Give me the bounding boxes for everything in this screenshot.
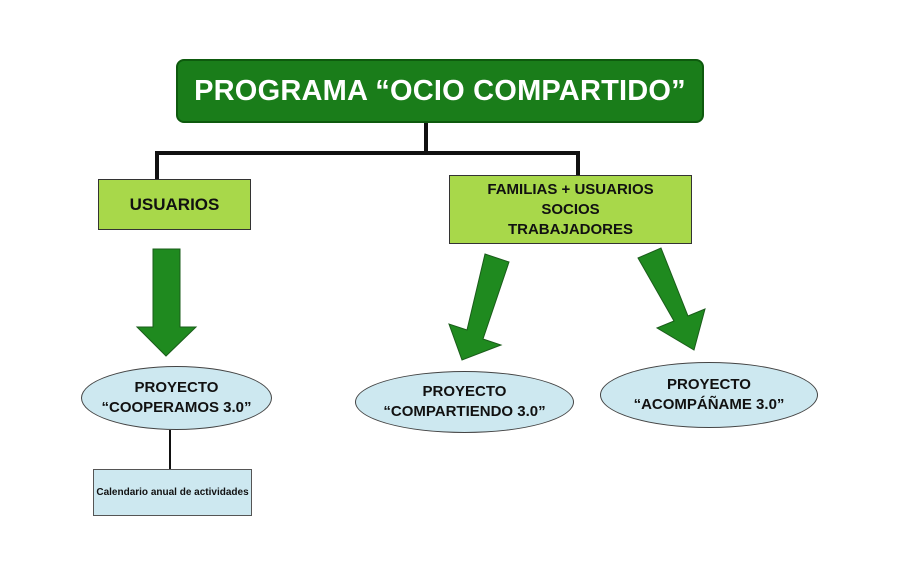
arrow-to-compartiendo [448, 253, 510, 361]
project-cooperamos-name: “COOPERAMOS 3.0” [101, 399, 252, 416]
calendar-box: Calendario anual de actividades [93, 469, 252, 516]
arrow-to-acompaname [637, 247, 706, 351]
project-acompaname: PROYECTO “ACOMPÁÑAME 3.0” [600, 362, 818, 428]
usuarios-box: USUARIOS [98, 179, 251, 230]
usuarios-label: USUARIOS [129, 194, 220, 214]
calendar-label: Calendario anual de actividades [96, 487, 249, 498]
familias-line-3: TRABAJADORES [507, 220, 633, 238]
familias-line-2: SOCIOS [541, 200, 600, 218]
project-compartiendo: PROYECTO “COMPARTIENDO 3.0” [355, 371, 574, 433]
project-compartiendo-name: “COMPARTIENDO 3.0” [383, 403, 546, 420]
arrow-down-usuarios [135, 248, 198, 357]
familias-line-1: FAMILIAS + USUARIOS [487, 180, 654, 198]
project-acompaname-label: PROYECTO [667, 376, 751, 393]
connector-lines [155, 121, 580, 181]
project-cooperamos-label: PROYECTO [134, 379, 219, 396]
project-compartiendo-label: PROYECTO [422, 383, 507, 400]
program-title-box: PROGRAMA “OCIO COMPARTIDO” [176, 59, 704, 123]
arrows [135, 247, 706, 361]
program-title: PROGRAMA “OCIO COMPARTIDO” [194, 74, 686, 107]
project-cooperamos: PROYECTO “COOPERAMOS 3.0” [81, 366, 272, 430]
familias-box: FAMILIAS + USUARIOS SOCIOS TRABAJADORES [449, 175, 692, 244]
project-acompaname-name: “ACOMPÁÑAME 3.0” [633, 396, 785, 413]
